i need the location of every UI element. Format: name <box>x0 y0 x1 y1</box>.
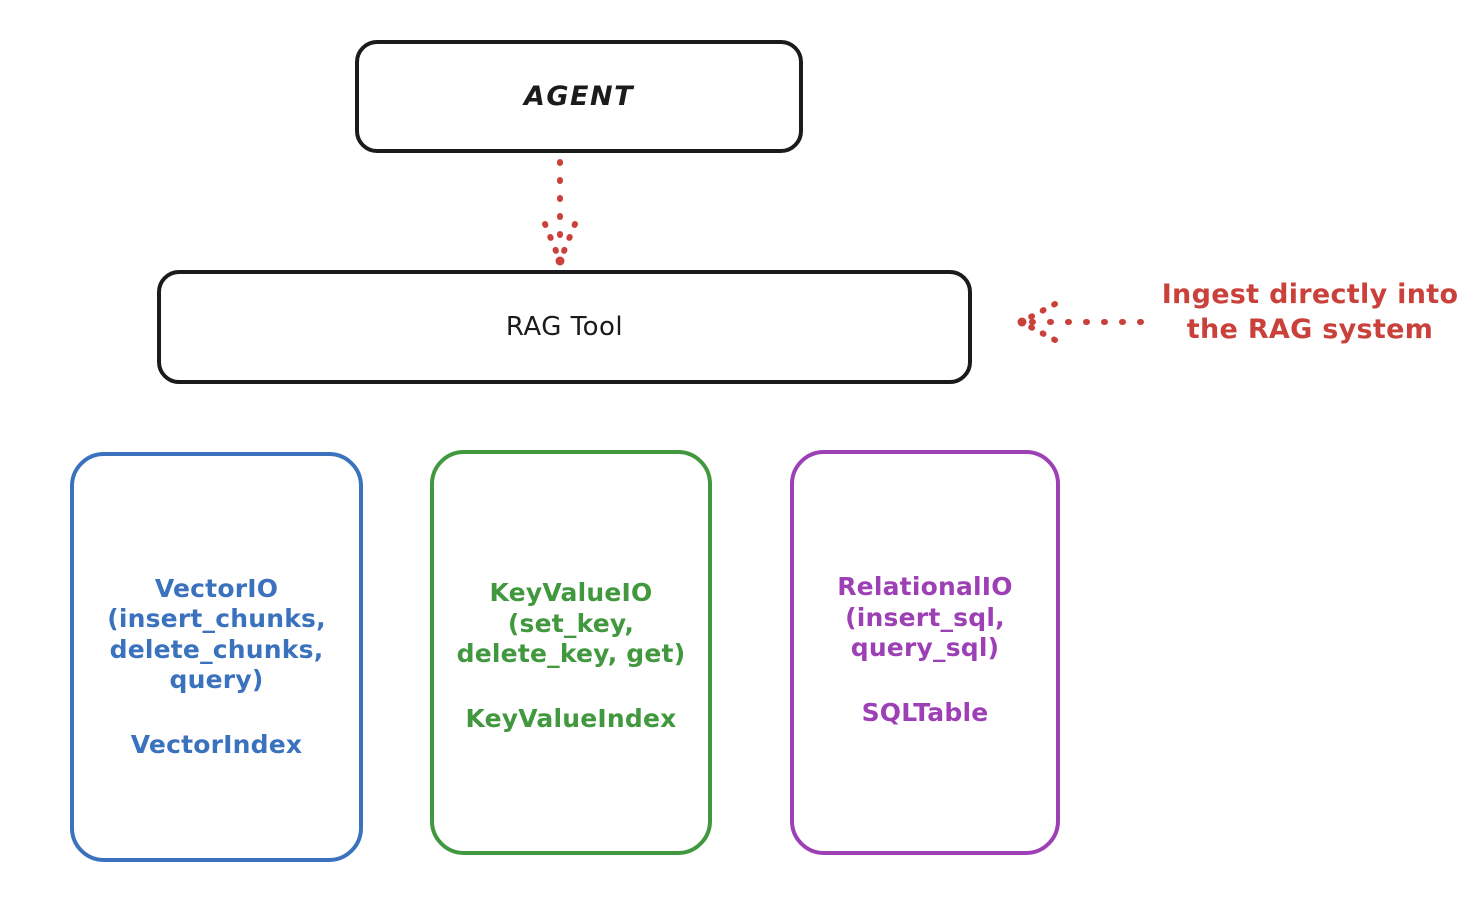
rag-tool-label: RAG Tool <box>505 312 624 342</box>
ingest-annotation-line-1: Ingest directly into <box>1161 279 1459 310</box>
relational-io-node[interactable]: RelationalIO (insert_sql, query_sql) SQL… <box>790 450 1060 855</box>
agent-label: AGENT <box>523 81 634 112</box>
vector-index-label: VectorIndex <box>130 729 303 759</box>
ingest-annotation: Ingest directly into the RAG system <box>1145 278 1475 347</box>
relational-io-api-label: RelationalIO (insert_sql, query_sql) <box>837 572 1013 663</box>
agent-node[interactable]: AGENT <box>355 40 803 153</box>
ingest-annotation-line-2: the RAG system <box>1186 313 1434 345</box>
key-value-io-node[interactable]: KeyValueIO (set_key, delete_key, get) Ke… <box>430 450 712 855</box>
key-value-index-label: KeyValueIndex <box>465 703 677 733</box>
vector-io-node[interactable]: VectorIO (insert_chunks, delete_chunks, … <box>70 452 363 862</box>
agent-to-rag-tool-arrow-icon <box>542 159 578 266</box>
vector-io-api-label: VectorIO (insert_chunks, delete_chunks, … <box>107 573 326 695</box>
key-value-io-api-label: KeyValueIO (set_key, delete_key, get) <box>456 578 686 669</box>
rag-tool-node[interactable]: RAG Tool <box>157 270 972 384</box>
ingest-arrow-icon <box>1017 301 1144 343</box>
sql-table-label: SQLTable <box>861 697 989 727</box>
